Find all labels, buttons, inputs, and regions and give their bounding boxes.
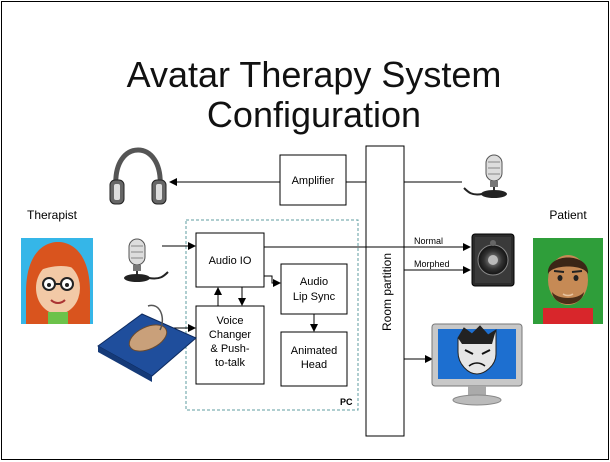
lip-sync-line1: Audio [300, 276, 328, 288]
therapist-microphone-icon [124, 238, 169, 282]
voice-changer-block: Voice Changer & Push- to-talk [195, 305, 265, 385]
patient-microphone-icon [463, 154, 507, 198]
room-partition-label: Room partition [380, 253, 394, 331]
room-partition: Room partition [365, 145, 405, 437]
amplifier-label: Amplifier [292, 175, 335, 187]
page-title-line2: Configuration [207, 94, 421, 135]
animated-head-line2: Head [301, 359, 327, 371]
lip-sync-line2: Lip Sync [293, 291, 336, 303]
monitor-icon [431, 323, 523, 406]
pc-container [185, 219, 359, 411]
headphones-icon [109, 147, 167, 205]
audio-io-label: Audio IO [209, 255, 252, 267]
amplifier-block: Amplifier [279, 154, 347, 206]
patient-avatar-icon [533, 238, 603, 324]
mouse-icon [97, 304, 197, 382]
connections [162, 178, 471, 363]
normal-label: Normal [414, 236, 443, 246]
patient-label: Patient [549, 208, 587, 222]
speaker-icon [471, 233, 515, 287]
therapist-label: Therapist [27, 208, 78, 222]
morphed-label: Morphed [414, 259, 450, 269]
voice-changer-line3: & Push- [210, 343, 249, 355]
audio-io-block: Audio IO [195, 232, 265, 288]
page-title-line1: Avatar Therapy System [127, 54, 502, 95]
therapist-avatar-icon [21, 238, 93, 324]
pc-label: PC [340, 397, 353, 407]
voice-changer-line4: to-talk [215, 357, 245, 369]
voice-changer-line2: Changer [209, 329, 252, 341]
link-audioio-lipsync [264, 275, 281, 287]
animated-head-line1: Animated [291, 345, 337, 357]
audio-lip-sync-block: Audio Lip Sync [280, 263, 348, 315]
animated-head-block: Animated Head [280, 331, 348, 387]
voice-changer-line1: Voice [217, 315, 244, 327]
